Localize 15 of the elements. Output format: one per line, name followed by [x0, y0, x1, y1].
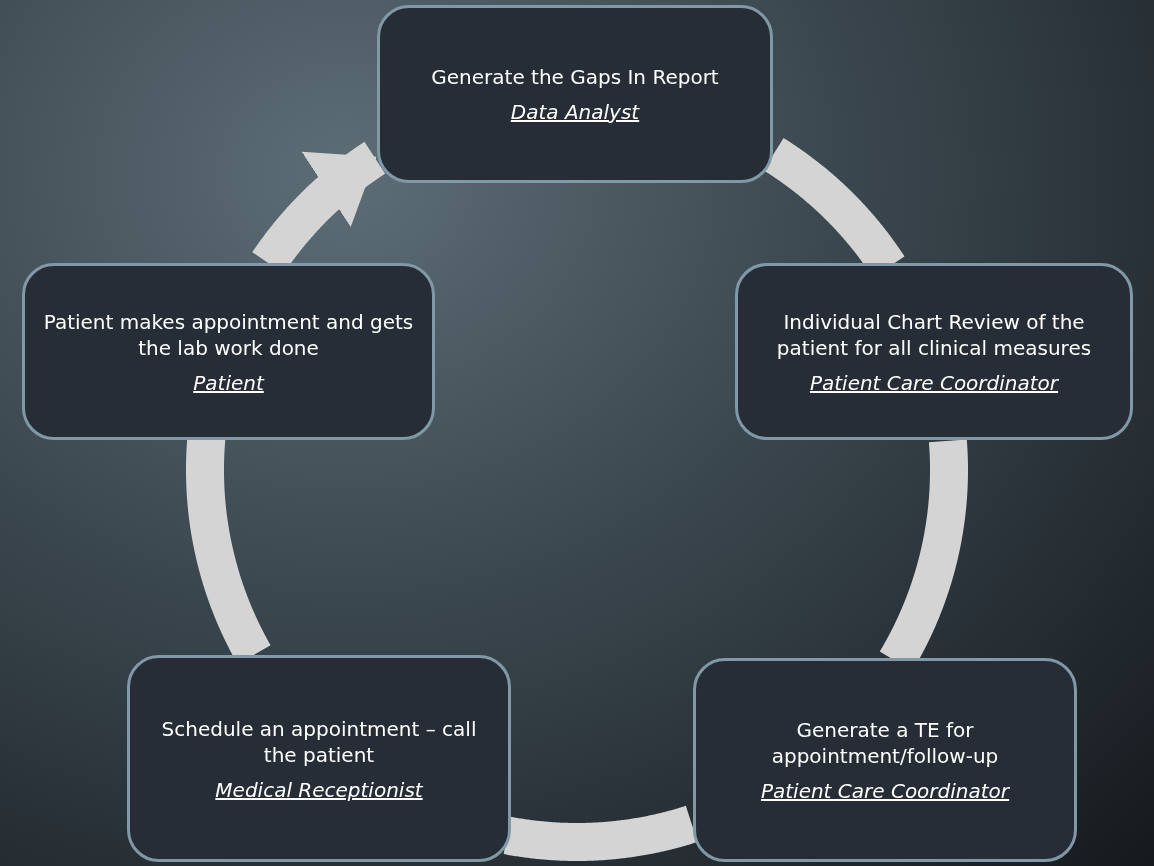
process-box	[22, 263, 435, 440]
process-box	[693, 658, 1077, 862]
process-box	[735, 263, 1133, 440]
process-box	[377, 5, 773, 183]
step-text: Schedule an appointment – call the patient	[160, 715, 478, 768]
role-label: Patient Care Coordinator	[760, 779, 1010, 803]
step-text: Patient makes appointment and gets the lab work done	[42, 308, 415, 361]
step-text: Individual Chart Review of the patient for all clinical measures	[775, 308, 1093, 361]
step-text: Generate a TE for appointment/follow-up	[770, 717, 1000, 769]
step-text: Generate the Gaps In Report	[431, 64, 719, 90]
role-label: Data Analyst	[510, 100, 640, 124]
role-label: Patient Care Coordinator	[809, 370, 1059, 395]
role-label: Medical Receptionist	[215, 777, 423, 802]
process-box	[127, 655, 511, 862]
role-label: Patient	[193, 370, 264, 395]
